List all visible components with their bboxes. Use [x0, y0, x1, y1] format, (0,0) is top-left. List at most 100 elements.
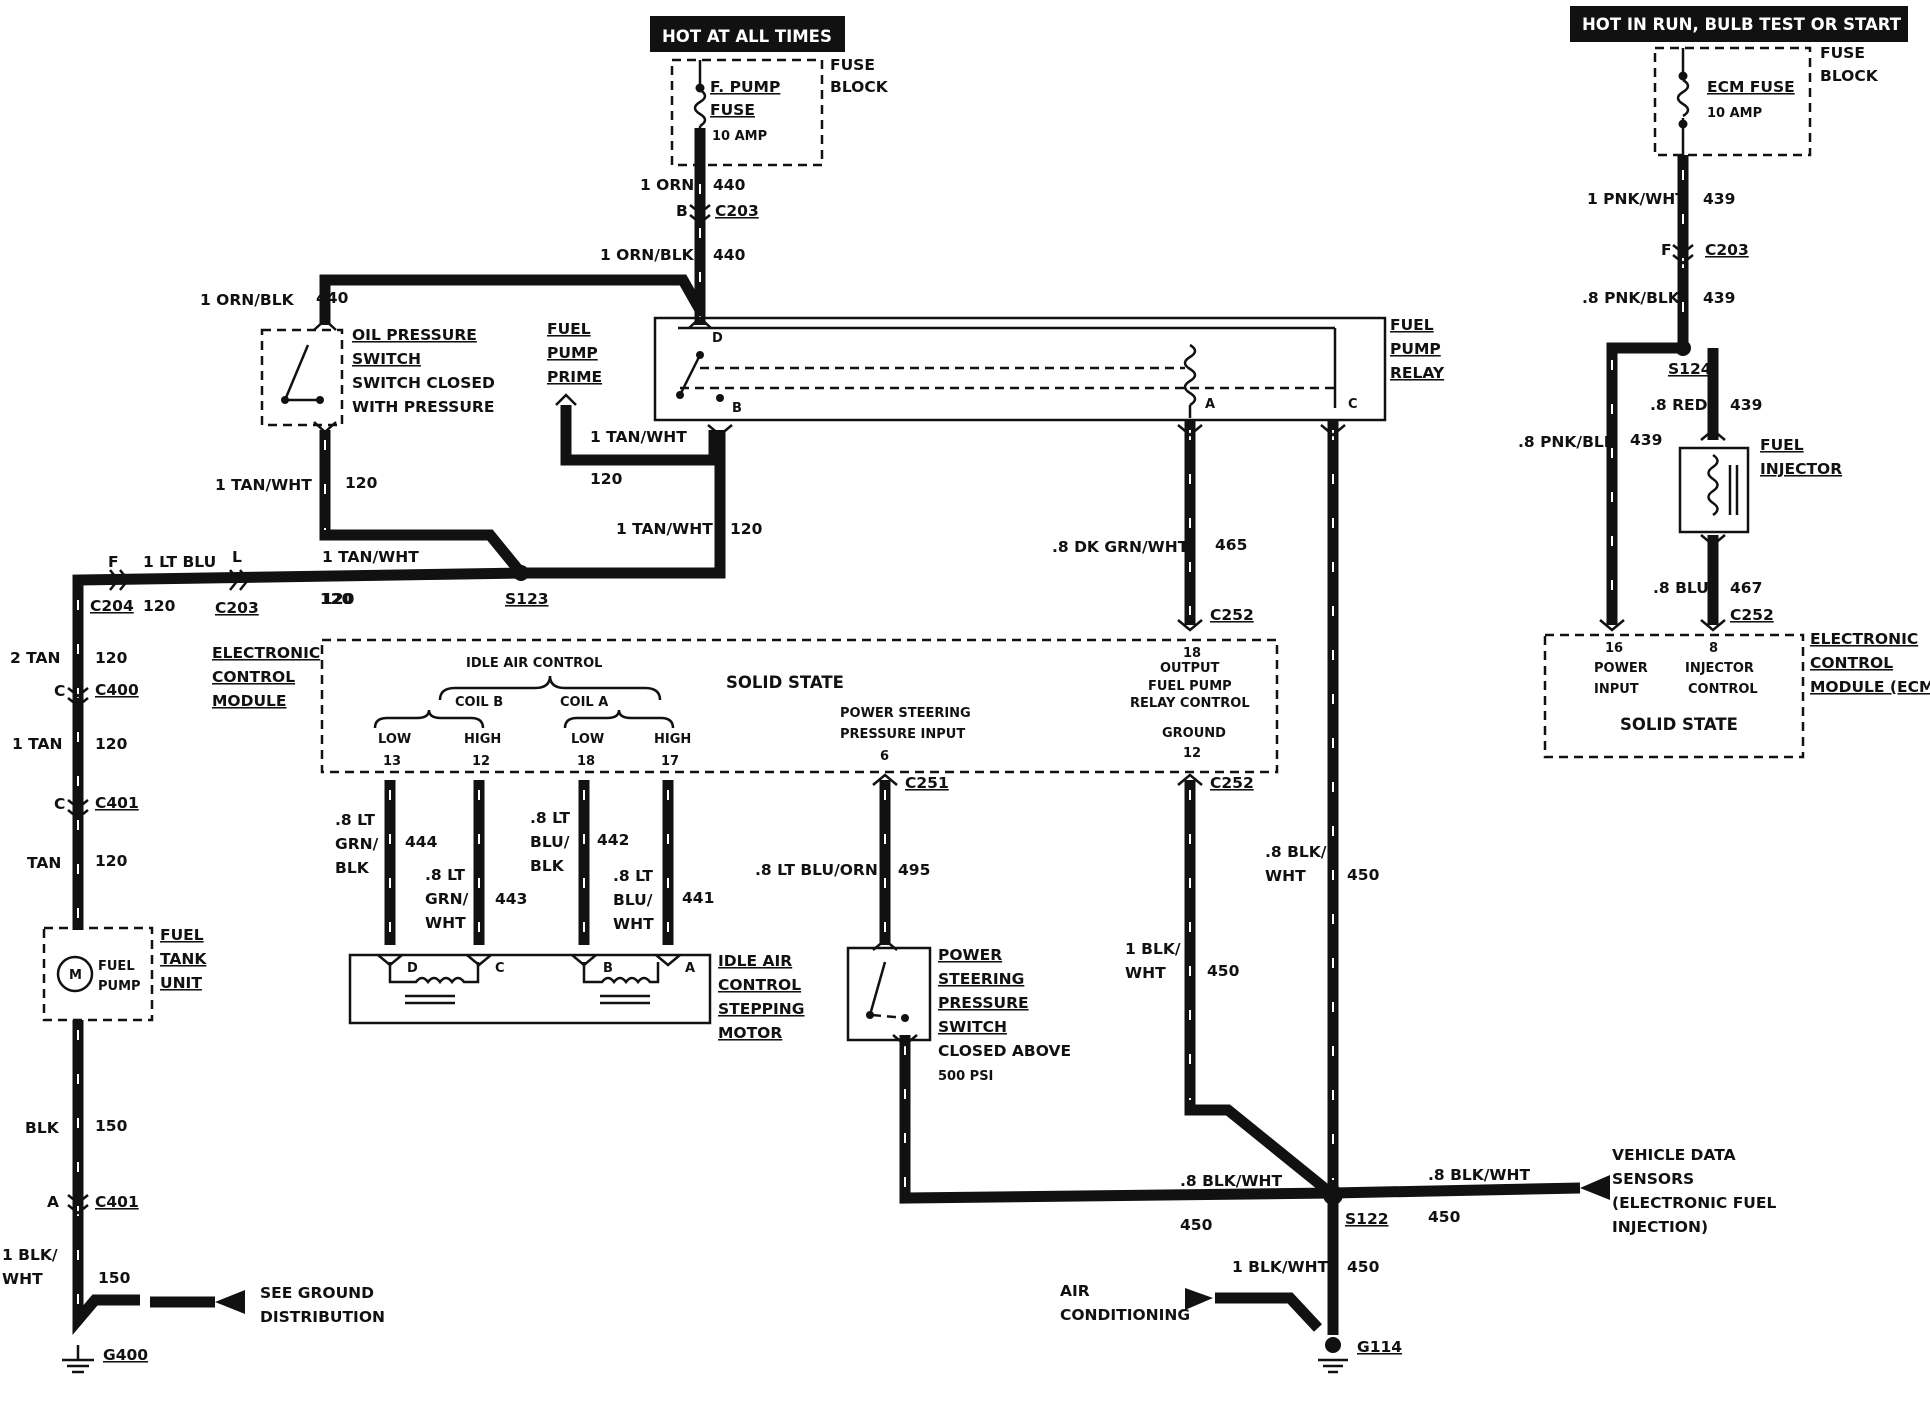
connector-injector	[1700, 428, 1726, 547]
connector-c204	[109, 569, 130, 591]
svg-text:BLU/: BLU/	[530, 833, 570, 851]
fuse-block-label: FUSE	[1820, 44, 1865, 62]
component-label: FUEL	[1390, 316, 1434, 334]
svg-text:L: L	[232, 548, 242, 566]
wire-color: 1 LT BLU	[143, 553, 216, 571]
fuse-block-label: BLOCK	[1820, 67, 1879, 85]
svg-text:C252: C252	[1210, 606, 1254, 624]
fuse-block-right: ECM FUSE 10 AMP FUSE BLOCK	[1653, 44, 1879, 157]
connector-ps-switch	[872, 938, 918, 1047]
wire-circuit: 440	[713, 246, 746, 264]
svg-text:C204: C204	[90, 597, 134, 615]
header-hot-at-all-times: HOT AT ALL TIMES	[650, 16, 845, 52]
svg-text:A: A	[47, 1193, 59, 1211]
ecm-iac-group: IDLE AIR CONTROL	[466, 656, 602, 671]
wire-color: .8 LT BLU/ORN	[755, 861, 878, 879]
wire-450-ecm-ground	[1184, 780, 1337, 1200]
svg-text:GROUND: GROUND	[1162, 726, 1226, 741]
svg-text:450: 450	[1180, 1216, 1213, 1234]
see-ground-arrow-icon	[215, 1290, 245, 1314]
svg-text:C252: C252	[1730, 606, 1774, 624]
wire-circuit: 120	[143, 597, 176, 615]
wire-color: WHT	[2, 1270, 43, 1288]
fuel-pump-prime: FUEL PUMP PRIME	[547, 320, 602, 386]
svg-text:1 BLK/: 1 BLK/	[1125, 940, 1181, 958]
svg-text:1 PNK/WHT: 1 PNK/WHT	[1587, 190, 1686, 208]
svg-text:12: 12	[1183, 746, 1201, 761]
svg-text:POWER STEERING: POWER STEERING	[840, 706, 971, 721]
connector-relay-b	[707, 424, 733, 437]
svg-text:WHT: WHT	[1125, 964, 1166, 982]
svg-text:C: C	[495, 961, 505, 976]
wire-color: 1 TAN/WHT	[590, 428, 687, 446]
svg-text:.8 LT: .8 LT	[335, 811, 375, 829]
svg-text:CONTROL: CONTROL	[1688, 682, 1758, 697]
svg-text:.8 BLK/WHT: .8 BLK/WHT	[1428, 1166, 1531, 1184]
ecm-coil: COIL A	[560, 695, 608, 710]
wire-circuit: 150	[98, 1269, 131, 1287]
header-text: HOT IN RUN, BULB TEST OR START	[1582, 15, 1902, 34]
svg-text:17: 17	[661, 754, 679, 769]
svg-text:BLK: BLK	[335, 859, 370, 877]
svg-text:C203: C203	[1705, 241, 1749, 259]
connector-c203-left	[229, 569, 250, 591]
svg-text:8: 8	[1709, 641, 1718, 656]
wire-color: 1 ORN	[640, 176, 694, 194]
svg-text:FUEL: FUEL	[547, 320, 591, 338]
wire-circuit: 120	[95, 649, 128, 667]
svg-text:GRN/: GRN/	[335, 835, 379, 853]
idle-air-control-motor: D C B A IDLE AIR CONTROL STEPPING MOTOR	[348, 952, 805, 1042]
component-label: MOTOR	[718, 1024, 782, 1042]
svg-text:C: C	[54, 795, 65, 813]
fuel-tank-unit: M FUEL PUMP FUEL TANK UNIT	[42, 926, 207, 1022]
svg-text:444: 444	[405, 833, 438, 851]
wire-color: 2 TAN	[10, 649, 61, 667]
svg-text:450: 450	[1347, 866, 1380, 884]
ecm-left: ELECTRONIC CONTROL MODULE SOLID STATE ID…	[212, 638, 1279, 774]
svg-text:439: 439	[1730, 396, 1762, 414]
connector-prime	[555, 393, 577, 406]
wire-440-oil-branch	[319, 274, 705, 325]
svg-text:GRN/: GRN/	[425, 890, 469, 908]
svg-text:INJECTOR: INJECTOR	[1685, 661, 1754, 676]
svg-text:PRIME: PRIME	[547, 368, 602, 386]
component-label: CLOSED ABOVE	[938, 1042, 1071, 1060]
svg-text:WHT: WHT	[613, 915, 654, 933]
fuel-pump-relay: D B A C FUEL PUMP RELAY	[653, 316, 1445, 422]
svg-text:G114: G114	[1357, 1338, 1402, 1356]
wire-450-vds	[1332, 1182, 1581, 1199]
svg-text:467: 467	[1730, 579, 1762, 597]
component-label: WITH PRESSURE	[352, 398, 494, 416]
component-label: FUEL	[1760, 436, 1804, 454]
wire-color: BLK	[25, 1119, 60, 1137]
wire-color: 1 TAN	[12, 735, 63, 753]
motor-icon	[56, 955, 94, 993]
svg-text:FUEL: FUEL	[98, 959, 135, 974]
switch-contact	[283, 344, 310, 401]
wire-color: 1 BLK/	[2, 1246, 58, 1264]
svg-text:BLU/: BLU/	[613, 891, 653, 909]
splice-s122	[1323, 1185, 1343, 1205]
wire-circuit: 120	[320, 590, 353, 608]
svg-text:SOLID STATE: SOLID STATE	[1620, 715, 1738, 734]
wire-ac	[1215, 1292, 1323, 1332]
svg-text:WHT: WHT	[425, 914, 466, 932]
fuse-block-left: F. PUMP FUSE 10 AMP FUSE BLOCK	[670, 56, 889, 167]
component-label: FUEL	[160, 926, 204, 944]
svg-text:PRESSURE INPUT: PRESSURE INPUT	[840, 727, 965, 742]
svg-text:12: 12	[472, 754, 490, 769]
svg-text:C252: C252	[1210, 774, 1254, 792]
relay-pin: D	[712, 331, 723, 346]
fuse-label: FUSE	[710, 101, 755, 119]
connector-iac	[377, 954, 681, 967]
svg-text:FUEL PUMP: FUEL PUMP	[1148, 679, 1232, 694]
wire-439-pnk-blk	[1606, 342, 1683, 625]
other-labels: SEE GROUND DISTRIBUTION AIR CONDITIONING…	[260, 1146, 1776, 1326]
wire-circuit: 440	[316, 289, 349, 307]
svg-text:C400: C400	[95, 681, 139, 699]
component-label: 500 PSI	[938, 1069, 993, 1084]
wire-circuit: 495	[898, 861, 930, 879]
component-label: PRESSURE	[938, 994, 1029, 1012]
svg-text:C203: C203	[215, 599, 259, 617]
fuse-rating: 10 AMP	[712, 129, 767, 144]
